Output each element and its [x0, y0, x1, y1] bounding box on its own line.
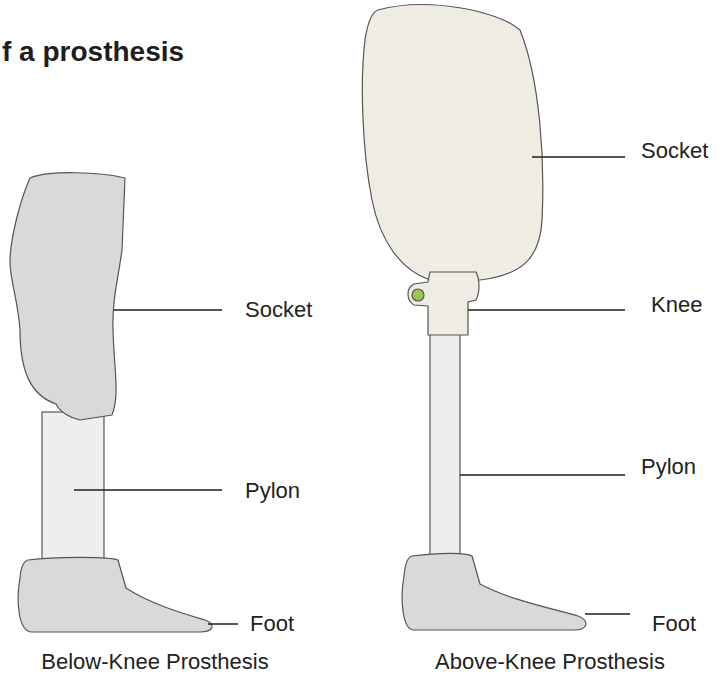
title: f a prosthesis: [2, 35, 184, 69]
caption-label: Below-Knee Prosthesis: [41, 649, 268, 675]
socket: [362, 5, 542, 280]
part-label: Pylon: [641, 454, 696, 480]
part-label: Socket: [245, 297, 312, 323]
leader-lines: [74, 157, 630, 624]
leader-line: [74, 489, 222, 491]
leader-line: [460, 474, 625, 476]
part-label: Pylon: [245, 478, 300, 504]
part-label: Knee: [651, 292, 702, 318]
part-label: Socket: [641, 138, 708, 164]
leader-line: [114, 309, 222, 311]
knee-axle: [412, 289, 424, 301]
above-knee-prosthesis: [362, 5, 586, 630]
below-knee-prosthesis: [10, 173, 212, 632]
part-label: Foot: [250, 611, 294, 637]
knee-joint: [408, 272, 479, 335]
caption-label: Above-Knee Prosthesis: [435, 649, 665, 675]
pylon: [430, 330, 460, 560]
foot: [402, 553, 586, 630]
leader-line: [585, 613, 630, 615]
pylon: [42, 412, 104, 562]
leader-line: [208, 623, 238, 625]
socket: [10, 173, 125, 420]
leader-line: [532, 156, 625, 158]
leader-line: [468, 309, 625, 311]
part-label: Foot: [652, 611, 696, 637]
foot: [18, 557, 212, 632]
